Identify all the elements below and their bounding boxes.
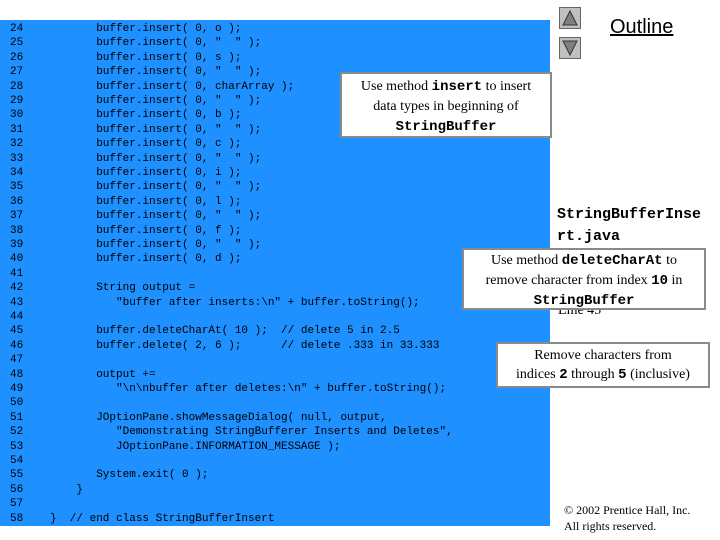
callout-text: indices	[516, 367, 560, 382]
line-number: 27	[10, 66, 24, 79]
code-line: buffer.insert( 0, " " );	[50, 66, 262, 79]
callout-text: in	[668, 273, 683, 288]
code-line: output +=	[50, 368, 156, 381]
triangle-down-icon	[562, 40, 578, 56]
code-line: buffer.insert( 0, " " );	[50, 239, 262, 251]
code-line: } // end class StringBufferInsert	[50, 512, 275, 525]
code-line: System.exit( 0 );	[50, 469, 209, 482]
line-number: 30	[10, 109, 24, 122]
line-number: 28	[10, 80, 24, 93]
callout-keyword: deleteCharAt	[561, 253, 663, 269]
code-line: buffer.insert( 0, d );	[50, 253, 242, 266]
line-number: 50	[10, 397, 24, 410]
code-line: buffer.insert( 0, " " );	[50, 181, 262, 194]
copyright-notice: © 2002 Prentice Hall, Inc. All rights re…	[564, 502, 690, 534]
line-number: 32	[10, 138, 24, 151]
callout-text: (inclusive)	[626, 367, 690, 382]
code-line: buffer.insert( 0, " " );	[50, 152, 262, 165]
line-number: 54	[10, 455, 24, 467]
callout-text: remove character from index	[485, 273, 652, 288]
code-line: JOptionPane.INFORMATION_MESSAGE );	[50, 440, 341, 453]
code-line: buffer.insert( 0, i );	[50, 167, 242, 179]
code-line: buffer.insert( 0, " " );	[50, 95, 262, 107]
line-number: 37	[10, 210, 24, 223]
code-line: buffer.delete( 2, 6 ); // delete .333 in…	[50, 339, 440, 352]
line-number: 45	[10, 325, 24, 338]
callout-text: to	[662, 253, 677, 268]
line-number: 38	[10, 224, 24, 237]
line-number: 40	[10, 253, 24, 266]
callout-deletecharat: Use method deleteCharAt to remove charac…	[462, 248, 706, 310]
code-line: JOptionPane.showMessageDialog( null, out…	[50, 411, 387, 424]
code-line: buffer.insert( 0, charArray );	[50, 80, 295, 93]
code-line: buffer.deleteCharAt( 10 ); // delete 5 i…	[50, 325, 400, 338]
line-number: 46	[10, 339, 24, 352]
previous-slide-button[interactable]	[559, 7, 581, 29]
triangle-up-icon	[562, 10, 578, 26]
callout-text: Use method	[360, 79, 432, 94]
line-number: 29	[10, 95, 24, 107]
code-line: buffer.insert( 0, f );	[50, 224, 242, 237]
code-line: buffer.insert( 0, s );	[50, 51, 242, 64]
next-slide-button[interactable]	[559, 37, 581, 59]
code-line: buffer.insert( 0, b );	[50, 109, 242, 122]
line-number: 44	[10, 311, 24, 323]
callout-text: Remove characters from	[534, 348, 672, 363]
callout-text: through	[567, 367, 619, 382]
callout-text: Use method	[491, 253, 562, 268]
code-line: buffer.insert( 0, c );	[50, 138, 242, 151]
line-number: 33	[10, 152, 24, 165]
line-number: 43	[10, 296, 24, 309]
line-number: 34	[10, 167, 24, 179]
code-line: "buffer after inserts:\n" + buffer.toStr…	[50, 296, 420, 309]
line-number: 41	[10, 267, 24, 280]
line-number: 42	[10, 282, 24, 295]
line-number: 57	[10, 498, 24, 511]
callout-keyword: StringBuffer	[395, 119, 497, 135]
callout-number: 5	[618, 367, 627, 383]
line-number: 49	[10, 383, 24, 395]
callout-keyword: insert	[431, 79, 483, 95]
code-line: buffer.insert( 0, " " );	[50, 37, 262, 50]
code-line: }	[50, 483, 84, 496]
line-number: 25	[10, 37, 24, 50]
code-line: buffer.insert( 0, " " );	[50, 210, 262, 223]
line-number: 48	[10, 368, 24, 381]
line-number: 31	[10, 123, 24, 136]
code-line: String output =	[50, 282, 196, 295]
callout-delete: Remove characters from indices 2 through…	[496, 342, 710, 388]
outline-link[interactable]: Outline	[610, 16, 674, 38]
callout-number: 2	[559, 367, 568, 383]
callout-keyword: StringBuffer	[533, 293, 635, 309]
line-number: 24	[10, 23, 24, 35]
line-number: 51	[10, 411, 24, 424]
line-number: 53	[10, 440, 24, 453]
line-number: 35	[10, 181, 24, 194]
file-name: StringBufferInse rt.java	[557, 206, 702, 245]
line-number: 39	[10, 239, 24, 251]
callout-number: 10	[651, 273, 668, 289]
callout-text: data types in beginning of	[373, 99, 519, 114]
code-line: buffer.insert( 0, o );	[50, 23, 242, 35]
line-number: 58	[10, 512, 24, 525]
line-number: 36	[10, 195, 24, 208]
line-number: 56	[10, 483, 24, 496]
copyright-line: © 2002 Prentice Hall, Inc.	[564, 503, 691, 517]
line-number: 55	[10, 469, 24, 482]
code-line: "Demonstrating StringBufferer Inserts an…	[50, 426, 453, 439]
copyright-line: All rights reserved.	[564, 519, 657, 533]
callout-text: to insert	[482, 79, 532, 94]
line-number: 52	[10, 426, 24, 439]
code-line: buffer.insert( 0, l );	[50, 195, 242, 208]
line-number: 26	[10, 51, 24, 64]
line-number: 47	[10, 354, 24, 367]
code-line: "\n\nbuffer after deletes:\n" + buffer.t…	[50, 383, 447, 395]
callout-insert: Use method insert to insert data types i…	[340, 72, 552, 138]
code-line: buffer.insert( 0, " " );	[50, 123, 262, 136]
